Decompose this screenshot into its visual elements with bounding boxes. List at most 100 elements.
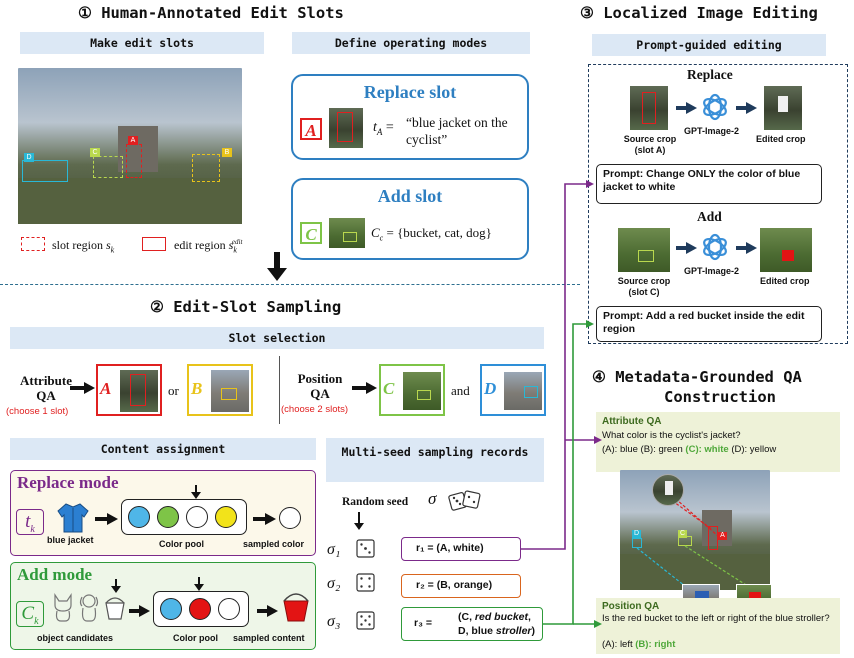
selection-box-A: A: [96, 364, 162, 416]
pool2-blue: [160, 598, 182, 620]
seed-1-label: σ₁: [327, 541, 341, 558]
dog-icon: [79, 594, 99, 622]
add-slot-box: Add slot C Cc = {bucket, cat, dog}: [291, 178, 529, 260]
slot-region-B: [192, 154, 220, 182]
source-crop-a-label: Source crop(slot A): [623, 134, 677, 155]
source-crop-A: [630, 86, 668, 130]
attribute-qa-label: Attribute QA: [20, 373, 72, 403]
gpt-logo-icon: [703, 93, 727, 121]
section-2-title: ② Edit-Slot Sampling: [150, 298, 342, 316]
main-scene-photo: D C A B: [18, 68, 242, 224]
down-arrow-small-icon: [354, 512, 364, 530]
replace-slot-box: Replace slot A tA = “blue jacket on the …: [291, 74, 529, 160]
die-icon: [356, 611, 375, 630]
add-mode-title: Add mode: [17, 565, 93, 584]
define-modes-bar: Define operating modes: [292, 32, 530, 54]
replace-mode-box: Replace mode tk blue jacket Color pool s…: [10, 470, 316, 556]
position-qa-label: Position QA: [297, 371, 343, 401]
qa-scene-photo: D C A: [620, 470, 770, 590]
record-1: r₁ = (A, white): [401, 537, 521, 561]
blue-jacket-label: blue jacket: [47, 535, 94, 545]
arrow-right-icon: [95, 513, 118, 525]
make-edit-slots-bar: Make edit slots: [20, 32, 264, 54]
pick-arrow-icon: [194, 577, 204, 591]
record-3: r₃ = (C, red bucket, D, blue stroller): [401, 607, 543, 641]
prompt-guided-bar: Prompt-guided editing: [592, 34, 826, 56]
crop-thumb-A: [329, 108, 363, 148]
pos-choose-note: (choose 2 slots): [281, 404, 349, 415]
sampled-color-circle: [279, 507, 301, 529]
content-assignment-bar: Content assignment: [10, 438, 316, 460]
slot-selection-bar: Slot selection: [10, 327, 544, 349]
record-2: r₂ = (B, orange): [401, 574, 521, 598]
sampled-content-label: sampled content: [233, 633, 305, 643]
bucket-outline-icon: [105, 597, 125, 620]
source-crop-C: [618, 228, 670, 272]
pool-blue: [128, 506, 150, 528]
attr-choose-note: (choose 1 slot): [6, 406, 69, 417]
arrow-right-icon: [736, 102, 757, 114]
red-bucket-icon: [283, 593, 309, 622]
slot-letter-A: A: [300, 118, 322, 140]
arrow-right-icon: [253, 513, 276, 525]
replace-slot-title: Replace slot: [363, 82, 457, 102]
color-pool-label-2: Color pool: [173, 633, 218, 643]
legend-edit-swatch: [142, 237, 166, 251]
section-3-title: ③ Localized Image Editing: [580, 4, 818, 22]
pool-yellow: [215, 506, 237, 528]
cat-icon: [54, 593, 72, 622]
section-4-title-2: Construction: [664, 388, 776, 406]
add-formula: Cc = {bucket, cat, dog}: [371, 225, 492, 243]
pick-arrow-icon: [191, 485, 201, 499]
pool2-red: [189, 598, 211, 620]
slot-region-D: [22, 160, 68, 182]
selection-box-D: D: [480, 364, 546, 416]
color-pool-label: Color pool: [159, 539, 204, 549]
arch-structure: [118, 126, 158, 172]
legend-slot-label: slot region sk: [52, 238, 115, 255]
editing-panel: [588, 64, 848, 344]
edited-crop-label-2: Edited crop: [760, 276, 810, 286]
legend-slot-swatch: [21, 237, 45, 251]
section-separator: [0, 284, 580, 285]
die-icon: [356, 573, 375, 592]
prompt-box-2: Prompt: Add a red bucket inside the edit…: [596, 306, 822, 342]
ck-symbol: Ck: [16, 601, 44, 627]
replace-slot-text: “blue jacket on the cyclist”: [406, 115, 508, 147]
pick-arrow-icon: [111, 579, 121, 593]
add-slot-title: Add slot: [377, 186, 443, 206]
zoom-cyclist: [652, 474, 684, 506]
tag-A: A: [128, 136, 138, 145]
pool-white: [186, 506, 208, 528]
tag-D: D: [24, 153, 34, 162]
arrow-right-icon: [129, 605, 150, 617]
jacket-icon: [57, 503, 89, 533]
edited-crop-A: [764, 86, 802, 130]
pool-green: [157, 506, 179, 528]
edited-crop-C: [760, 228, 812, 272]
sigma-symbol: σ: [428, 489, 437, 508]
gpt-label: GPT-Image-2: [684, 126, 740, 136]
replace-label: Replace: [687, 67, 733, 82]
prompt-box-1: Prompt: Change ONLY the color of blue ja…: [596, 164, 822, 204]
color-pool-box: [121, 499, 247, 535]
random-seed-label: Random seed: [342, 496, 409, 508]
arrow-right-icon: [676, 102, 697, 114]
tk-symbol: tk: [16, 509, 44, 535]
color-pool-box-2: [153, 591, 249, 627]
section-1-title: ① Human-Annotated Edit Slots: [78, 4, 344, 22]
legend-edit-label: edit region skedit: [174, 238, 243, 255]
arrow-right-icon: [257, 605, 278, 617]
arrow-right-icon: [676, 242, 697, 254]
replace-mode-title: Replace mode: [17, 473, 119, 492]
replace-formula: tA =: [373, 120, 394, 137]
die-icon: [356, 539, 375, 558]
arrow-right-icon: [70, 382, 95, 394]
dice-icon: [448, 490, 481, 511]
down-arrow-icon: [267, 252, 287, 281]
tag-B: B: [222, 148, 232, 157]
arrow-right-icon: [736, 242, 757, 254]
object-candidates-label: object candidates: [37, 633, 114, 643]
arrow-right-icon: [352, 382, 377, 394]
